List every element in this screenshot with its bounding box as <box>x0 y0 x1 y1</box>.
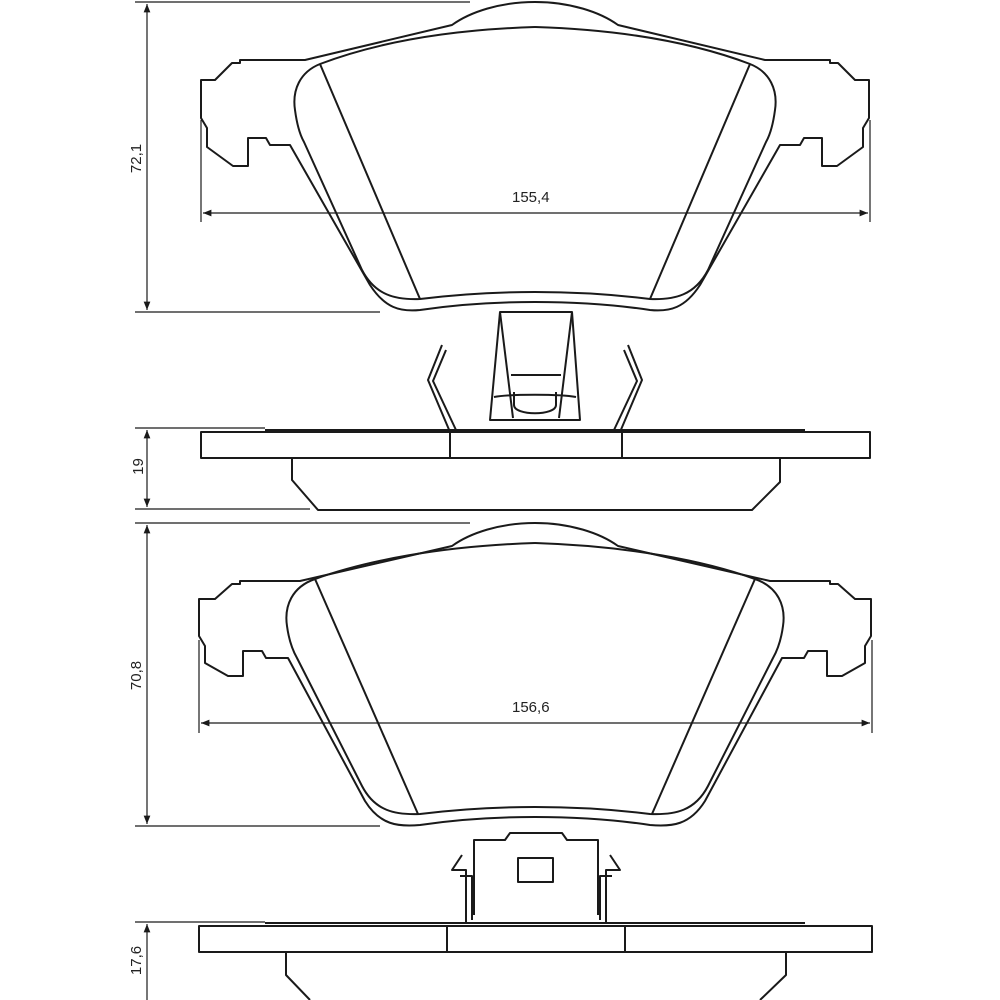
bottom-pad-height-label: 70,8 <box>128 660 146 691</box>
top-retaining-clip <box>427 311 643 433</box>
top-pad-side-view <box>135 427 871 511</box>
top-dimensions <box>135 1 871 313</box>
bottom-pad-thickness-label: 17,6 <box>128 945 146 976</box>
bottom-retaining-clip <box>451 832 621 922</box>
bottom-pad-side-view <box>135 921 873 1000</box>
bottom-pad-width-label: 156,6 <box>512 699 550 716</box>
top-pad-width-label: 155,4 <box>512 189 550 206</box>
top-pad-height-label: 72,1 <box>128 143 146 174</box>
top-pad-thickness-label: 19 <box>129 458 147 475</box>
bottom-pad-front-view <box>198 522 872 827</box>
bottom-dimensions <box>135 522 873 827</box>
top-pad-front-view <box>200 1 870 312</box>
